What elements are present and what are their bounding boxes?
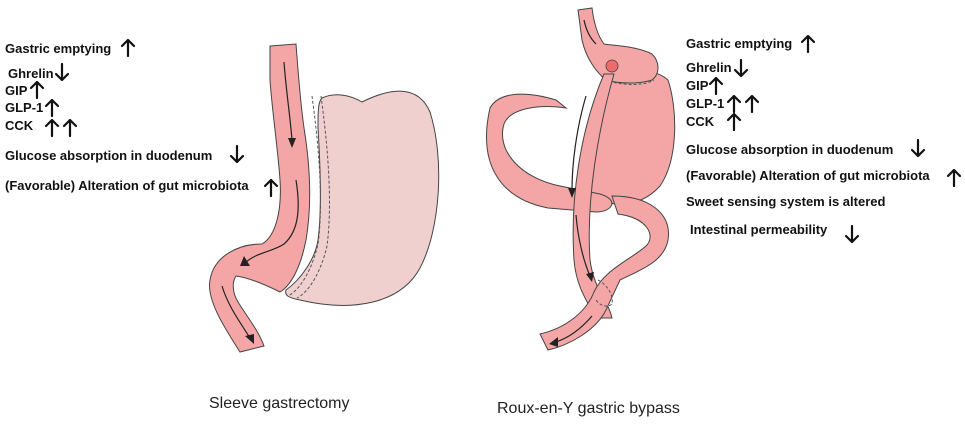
up-arrow-icon [120, 38, 136, 58]
sleeve-illustration [208, 43, 440, 353]
sleeve-label-5: Glucose absorption in duodenum [5, 148, 212, 163]
bypass-label-8: Intestinal permeability [690, 222, 828, 237]
sleeve-label-0: Gastric emptying [5, 41, 111, 56]
bypass-label-5: Glucose absorption in duodenum [686, 142, 893, 157]
common-channel [539, 195, 669, 351]
up-arrow-icon [263, 178, 279, 198]
gastric-pouch [577, 7, 659, 84]
sleeve-arrows [29, 38, 279, 198]
up-arrow-icon [800, 34, 816, 54]
bypass-caption: Roux-en-Y gastric bypass [497, 400, 680, 417]
up-arrow-icon [708, 76, 724, 96]
bypass-illustration [486, 7, 676, 351]
removed-stomach [285, 90, 440, 306]
bypass-label-6: (Favorable) Alteration of gut microbiota [686, 168, 930, 183]
up-arrow-icon [62, 118, 78, 138]
down-arrow-icon [229, 144, 245, 164]
sleeve-caption: Sleeve gastrectomy [209, 395, 350, 412]
up-arrow-icon [44, 118, 60, 138]
bypass-arrows [708, 34, 962, 244]
bypass-label-4: CCK [686, 114, 715, 129]
down-arrow-icon [54, 62, 70, 82]
up-arrow-icon [726, 94, 742, 114]
bypass-labels: Gastric emptying Ghrelin GIP GLP-1 CCK G… [686, 36, 930, 237]
down-arrow-icon [910, 138, 926, 158]
sleeve-labels: Gastric emptying Ghrelin GIP GLP-1 CCK G… [5, 41, 249, 193]
bypass-label-1: Ghrelin [686, 60, 732, 75]
up-arrow-icon [726, 112, 742, 132]
sleeve-label-6: (Favorable) Alteration of gut microbiota [5, 178, 249, 193]
bypass-label-2: GIP [686, 78, 709, 93]
sleeve-label-3: GLP-1 [5, 100, 43, 115]
bypass-label-3: GLP-1 [686, 96, 724, 111]
up-arrow-icon [946, 168, 962, 188]
sleeve-stomach [208, 43, 311, 353]
bypass-label-0: Gastric emptying [686, 36, 792, 51]
sleeve-label-4: CCK [5, 118, 34, 133]
bypass-label-7: Sweet sensing system is altered [686, 194, 885, 209]
up-arrow-icon [44, 98, 60, 118]
sleeve-label-1: Ghrelin [8, 66, 54, 81]
down-arrow-icon [844, 224, 860, 244]
down-arrow-icon [733, 58, 749, 78]
biliopancreatic-limb [486, 93, 613, 213]
up-arrow-icon [744, 94, 760, 114]
sleeve-label-2: GIP [5, 83, 28, 98]
up-arrow-icon [29, 80, 45, 100]
